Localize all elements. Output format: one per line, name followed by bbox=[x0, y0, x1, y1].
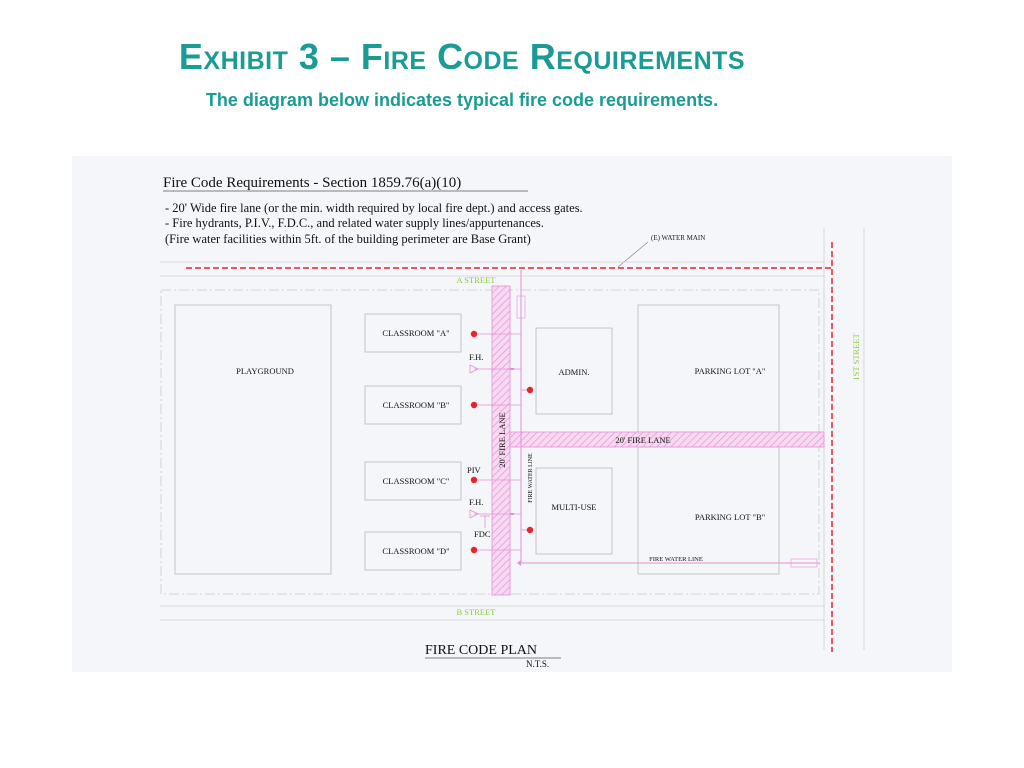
fire-water-line-horizontal-label: FIRE WATER LINE bbox=[649, 556, 703, 563]
connection-point bbox=[470, 401, 478, 409]
note-fire-lane: - 20' Wide fire lane (or the min. width … bbox=[165, 201, 583, 215]
multi-use-label: MULTI-USE bbox=[551, 502, 596, 512]
admin-building bbox=[535, 327, 613, 415]
plan-scale: N.T.S. bbox=[526, 659, 549, 669]
connection-point bbox=[526, 526, 534, 534]
classroom-b-label: CLASSROOM "B" bbox=[383, 400, 450, 410]
note-hydrants: - Fire hydrants, P.I.V., F.D.C., and rel… bbox=[165, 216, 544, 230]
a-street-label: A STREET bbox=[457, 275, 497, 285]
piv-point bbox=[470, 476, 478, 484]
valve-symbol bbox=[516, 295, 526, 319]
classroom-c-label: CLASSROOM "C" bbox=[383, 476, 450, 486]
water-main-leader bbox=[617, 241, 649, 268]
admin-label: ADMIN. bbox=[559, 367, 590, 377]
piv-label: PIV bbox=[467, 465, 482, 475]
page-subtitle: The diagram below indicates typical fire… bbox=[205, 90, 719, 110]
classroom-d-label: CLASSROOM "D" bbox=[382, 546, 449, 556]
fire-lane-horizontal-label: 20' FIRE LANE bbox=[615, 435, 670, 445]
fire-hydrant-icon bbox=[469, 509, 479, 519]
connection-point bbox=[470, 546, 478, 554]
parking-lot-b bbox=[637, 446, 780, 575]
fire-water-line-vertical-label: FIRE WATER LINE bbox=[528, 453, 534, 503]
playground-label: PLAYGROUND bbox=[236, 366, 294, 376]
page-title: Exhibit 3 – Fire Code Requirements bbox=[178, 36, 746, 77]
fire-lane-vertical-label: 20' FIRE LANE bbox=[497, 412, 507, 467]
fire-water-line-arrow bbox=[517, 560, 521, 566]
fdc-label: FDC bbox=[474, 529, 491, 539]
classroom-a-label: CLASSROOM "A" bbox=[382, 328, 449, 338]
plan-heading: Fire Code Requirements - Section 1859.76… bbox=[163, 175, 461, 191]
first-street-label: 1ST STREET bbox=[851, 333, 861, 381]
playground bbox=[174, 304, 332, 575]
fire-hydrant-icon bbox=[469, 364, 479, 374]
classroom-a bbox=[364, 313, 462, 353]
fire-lane-horizontal bbox=[509, 431, 825, 448]
valve-symbol bbox=[790, 558, 818, 568]
classroom-c bbox=[364, 461, 462, 501]
parking-lot-b-label: PARKING LOT "B" bbox=[695, 512, 765, 522]
classroom-b bbox=[364, 385, 462, 425]
connection-point bbox=[470, 330, 478, 338]
plan-panel bbox=[72, 156, 952, 672]
b-street-label: B STREET bbox=[457, 607, 497, 617]
fh-label-1: F.H. bbox=[469, 352, 483, 362]
note-base-grant: (Fire water facilities within 5ft. of th… bbox=[165, 232, 531, 246]
parking-lot-a-label: PARKING LOT "A" bbox=[695, 366, 766, 376]
plan-title: FIRE CODE PLAN bbox=[425, 643, 537, 658]
fh-label-2: F.H. bbox=[469, 497, 483, 507]
connection-point bbox=[526, 386, 534, 394]
multi-use-building bbox=[535, 467, 613, 555]
water-main-label: (E) WATER MAIN bbox=[651, 234, 705, 242]
classroom-d bbox=[364, 531, 462, 571]
